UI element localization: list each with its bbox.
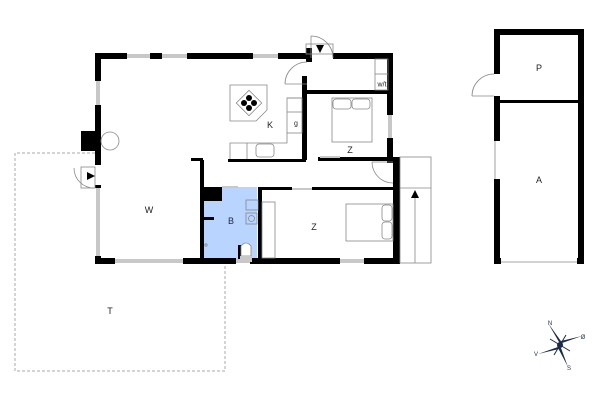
hob-icon: [235, 89, 263, 117]
room-label-wt: w/t: [377, 81, 387, 89]
compass-north: N: [547, 321, 553, 327]
entry-arrow-icon: [316, 45, 324, 53]
compass-icon: [538, 323, 582, 367]
windows: [96, 54, 392, 263]
room-label-fridge: g: [294, 120, 298, 128]
compass-west: V: [533, 352, 539, 358]
side-entry-arrow-icon: [87, 172, 95, 180]
annex-door: [471, 73, 577, 263]
room-label-terrace: T: [107, 306, 113, 316]
main-walls: [81, 48, 400, 264]
room-label-living: W: [144, 205, 154, 215]
annex-walls: [494, 29, 584, 264]
ramp-arrow-icon: [411, 190, 419, 198]
compass-south: S: [566, 366, 572, 372]
terrace-outline: [14, 152, 226, 372]
symbols: [87, 45, 419, 198]
room-label-bedroom-1: Z: [347, 145, 353, 155]
room-label-annex-p: P: [535, 63, 543, 73]
room-label-bathroom: B: [227, 216, 235, 226]
room-label-kitchen: K: [266, 120, 274, 130]
room-label-bedroom-2: Z: [311, 222, 317, 232]
room-label-annex-a: A: [535, 175, 543, 185]
fixtures: [73, 35, 432, 264]
compass-east: Ø: [580, 335, 586, 341]
